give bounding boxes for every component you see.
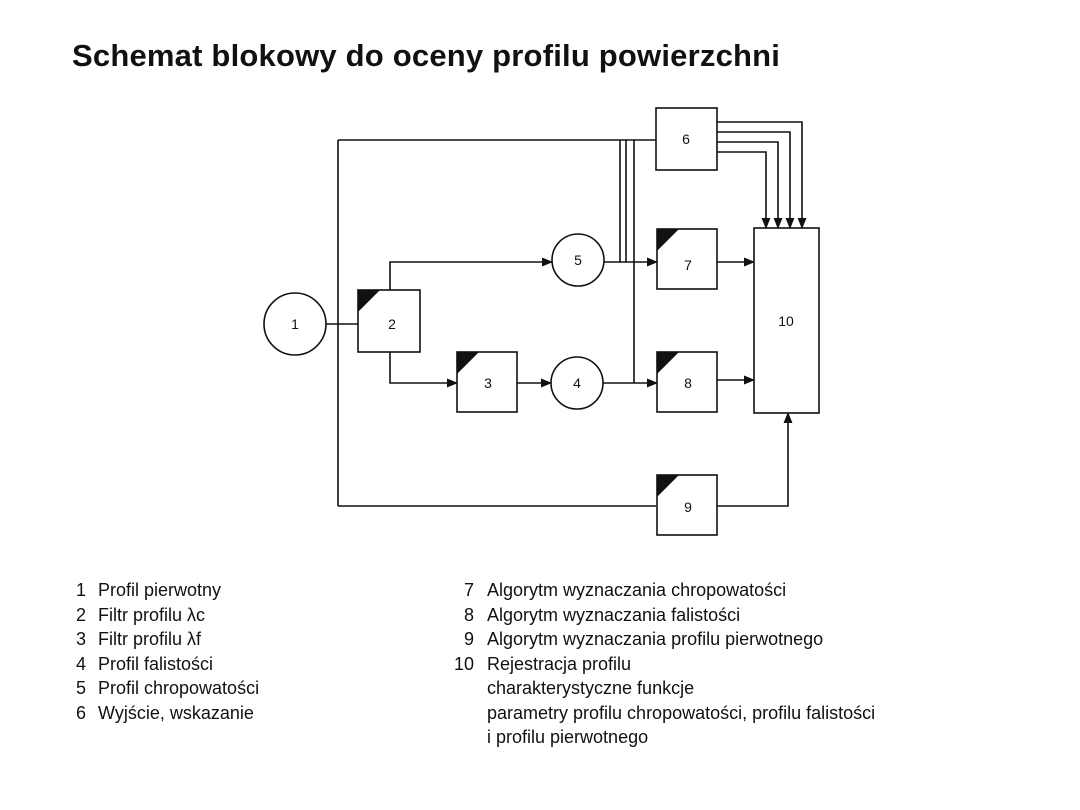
connector-6-10-b bbox=[717, 131, 795, 230]
node-10-label: 10 bbox=[778, 313, 794, 329]
connector-2-5 bbox=[389, 257, 554, 290]
node-8-label: 8 bbox=[684, 375, 692, 391]
connector-6-10-a bbox=[717, 121, 807, 230]
node-8: 8 bbox=[656, 351, 718, 413]
node-2-label: 2 bbox=[388, 316, 396, 332]
node-7: 7 bbox=[656, 228, 718, 290]
connector-2-3 bbox=[389, 352, 459, 388]
node-3: 3 bbox=[456, 351, 518, 413]
node-9: 9 bbox=[656, 474, 718, 536]
node-3-label: 3 bbox=[484, 375, 492, 391]
node-9-label: 9 bbox=[684, 499, 692, 515]
node-2: 2 bbox=[357, 289, 421, 353]
node-1-label: 1 bbox=[291, 316, 299, 332]
page-title: Schemat blokowy do oceny profilu powierz… bbox=[72, 38, 781, 73]
node-6: 6 bbox=[655, 107, 718, 171]
legend-item-10-sub-1: charakterystyczne funkcje bbox=[487, 678, 695, 698]
node-4-label: 4 bbox=[573, 375, 581, 391]
connector-6-10-c bbox=[717, 141, 783, 230]
node-5: 5 bbox=[551, 233, 605, 287]
legend-item-10-sub-2: parametry profilu chropowatości, profilu… bbox=[487, 702, 876, 723]
node-1: 1 bbox=[263, 292, 327, 356]
connector-6-10-d bbox=[717, 151, 771, 230]
legend-item-10-sub-3: i profilu pierwotnego bbox=[487, 727, 649, 747]
connector-9-10 bbox=[717, 411, 793, 507]
node-6-label: 6 bbox=[682, 131, 690, 147]
node-10: 10 bbox=[753, 227, 820, 414]
node-5-label: 5 bbox=[574, 252, 582, 268]
node-4: 4 bbox=[550, 356, 604, 410]
node-7-label: 7 bbox=[684, 257, 692, 273]
